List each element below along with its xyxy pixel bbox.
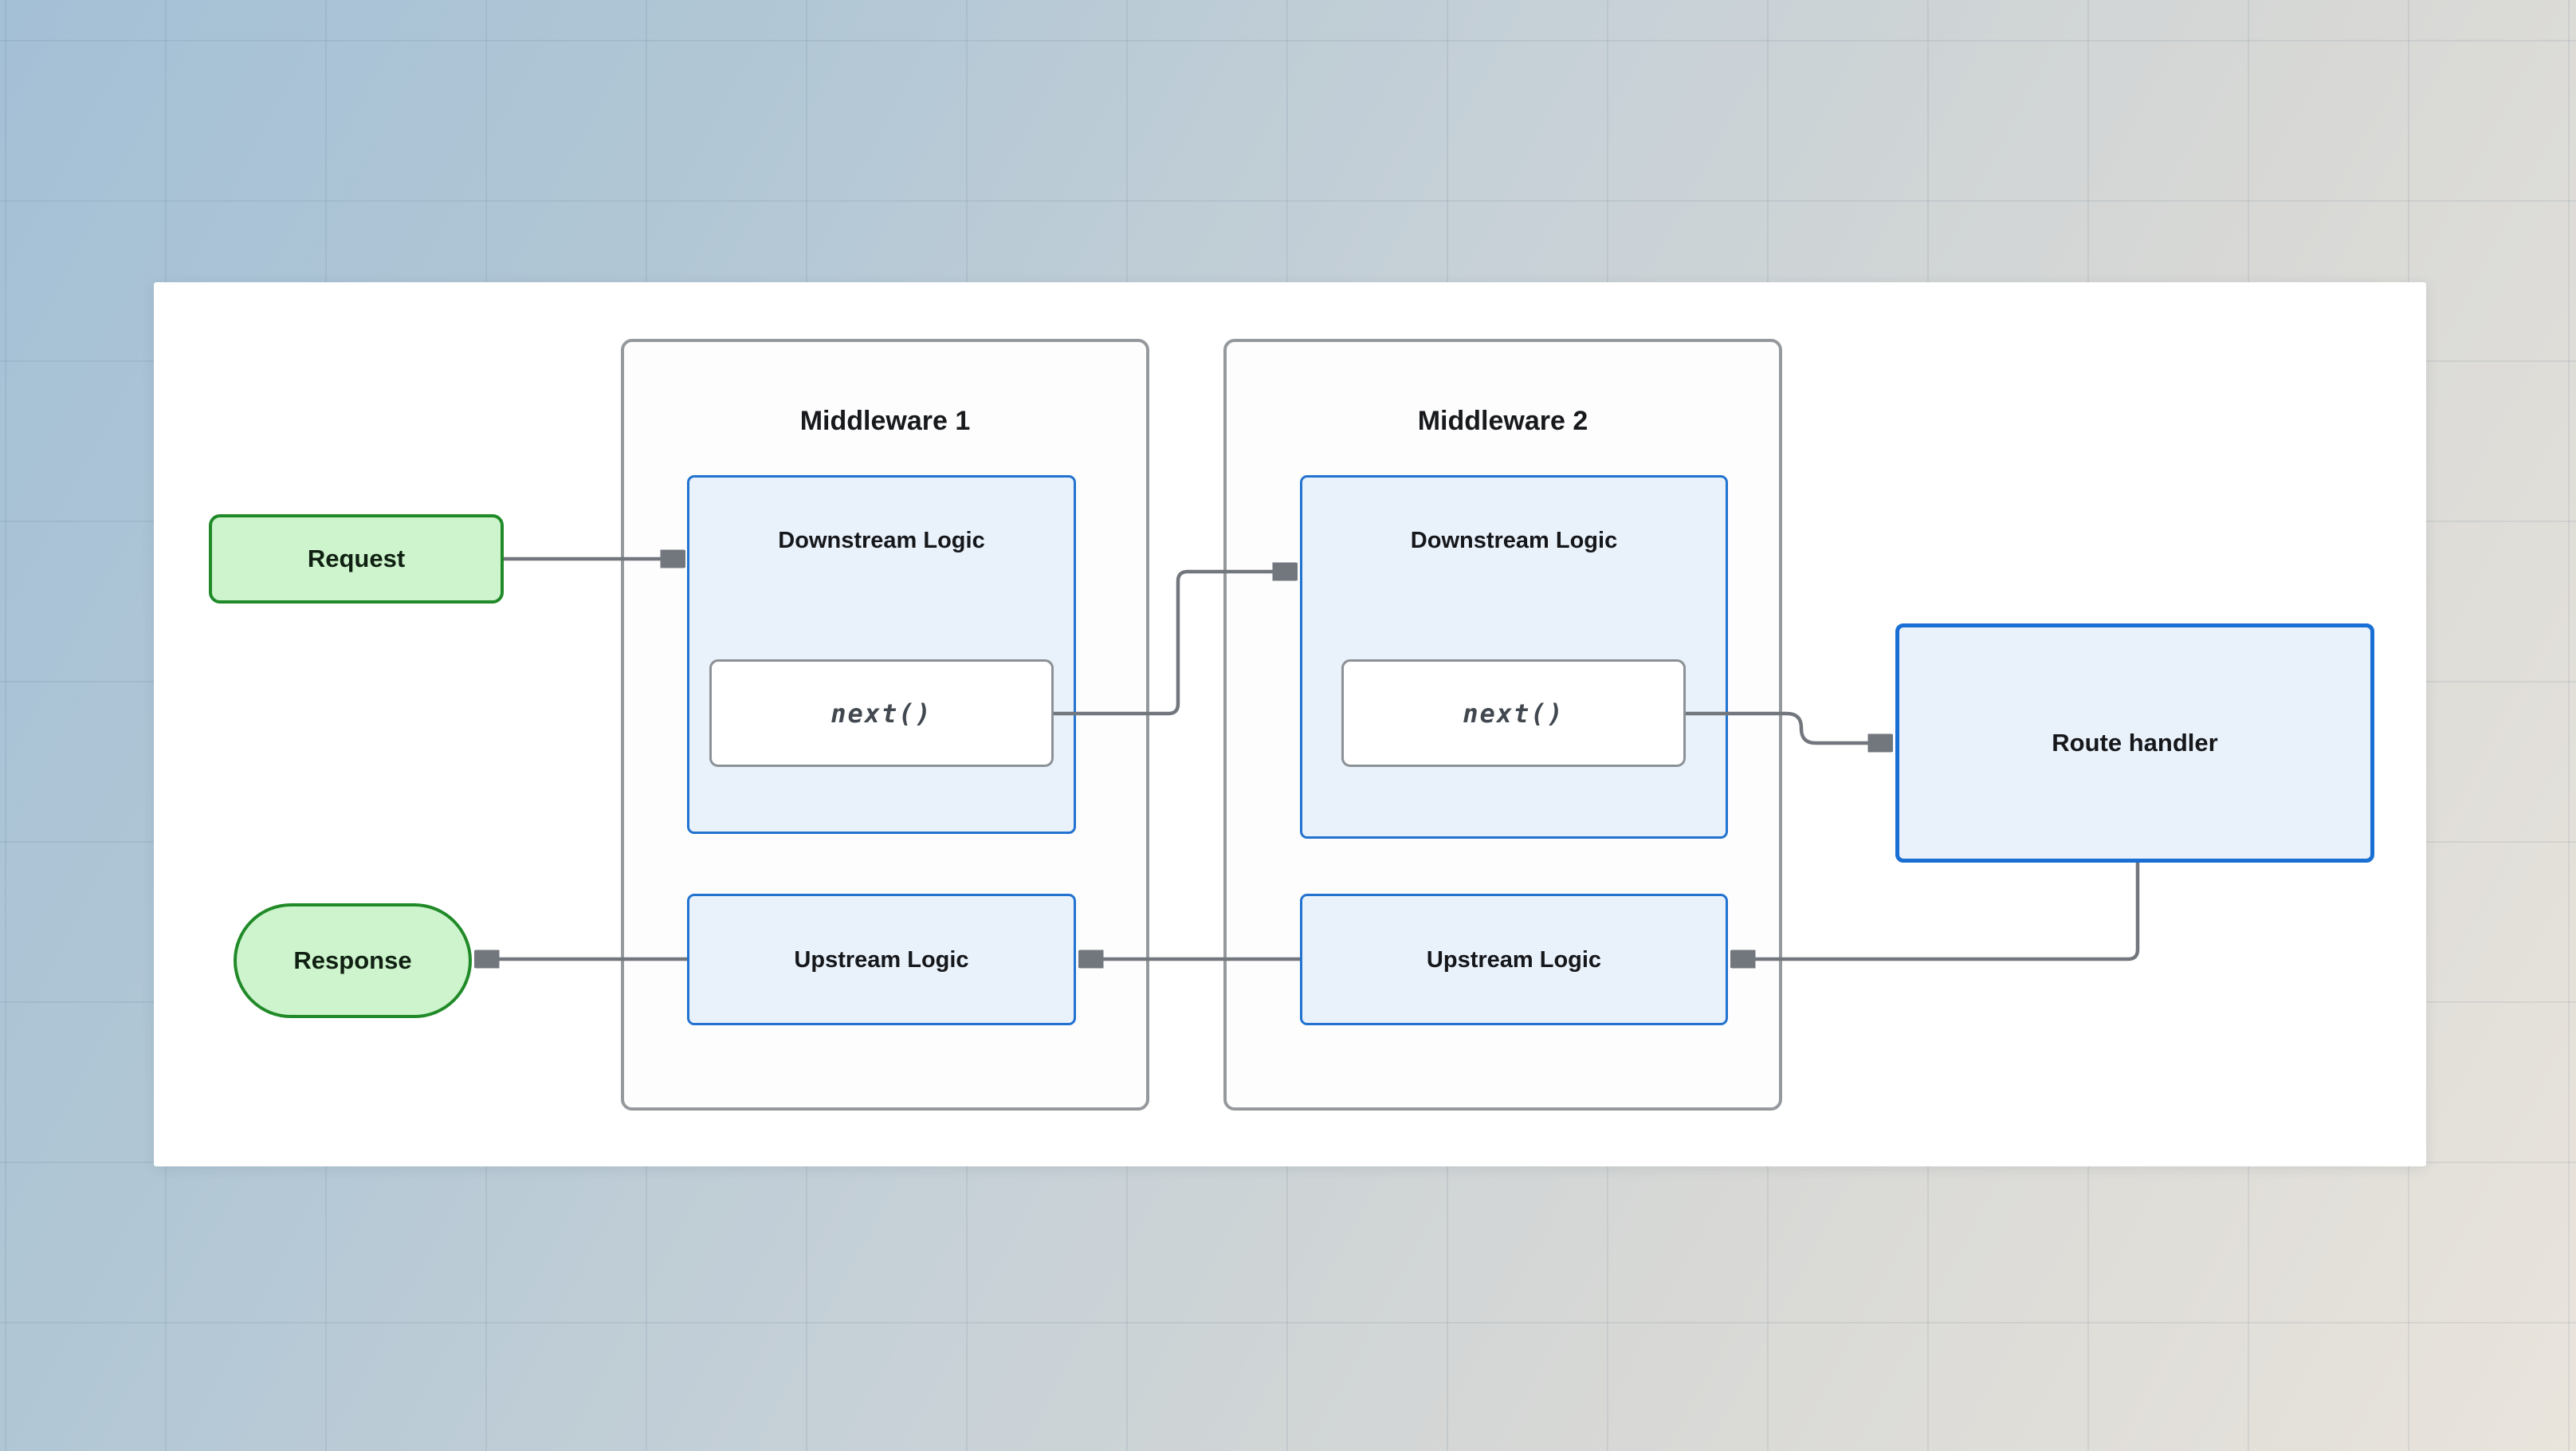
next-call-1-box: next()	[709, 659, 1054, 767]
connector-route-handler-to-upstream2	[1731, 863, 2140, 959]
route-handler-label: Route handler	[2052, 729, 2218, 757]
next-call-2-label: next()	[1463, 698, 1565, 729]
upstream-logic-1-box: Upstream Logic	[687, 894, 1076, 1025]
response-node: Response	[234, 903, 472, 1018]
upstream-logic-1-label: Upstream Logic	[794, 946, 969, 973]
downstream-logic-2-box: Downstream Logic	[1300, 475, 1728, 839]
downstream-logic-1-box: Downstream Logic	[687, 475, 1076, 834]
route-handler-box: Route handler	[1895, 623, 2374, 863]
next-call-1-label: next()	[831, 698, 933, 729]
upstream-logic-2-label: Upstream Logic	[1426, 946, 1602, 973]
downstream-logic-2-label: Downstream Logic	[1410, 528, 1618, 553]
upstream-logic-2-box: Upstream Logic	[1300, 894, 1728, 1025]
request-label: Request	[307, 545, 406, 572]
diagram-canvas: Middleware 1 Middleware 2 Downstream Log…	[154, 282, 2426, 1166]
middleware-1-title: Middleware 1	[799, 406, 971, 436]
next-call-2-box: next()	[1341, 659, 1686, 767]
downstream-logic-1-label: Downstream Logic	[778, 528, 985, 553]
middleware-2-title: Middleware 2	[1417, 406, 1588, 436]
response-label: Response	[293, 946, 412, 974]
request-node: Request	[209, 514, 504, 604]
